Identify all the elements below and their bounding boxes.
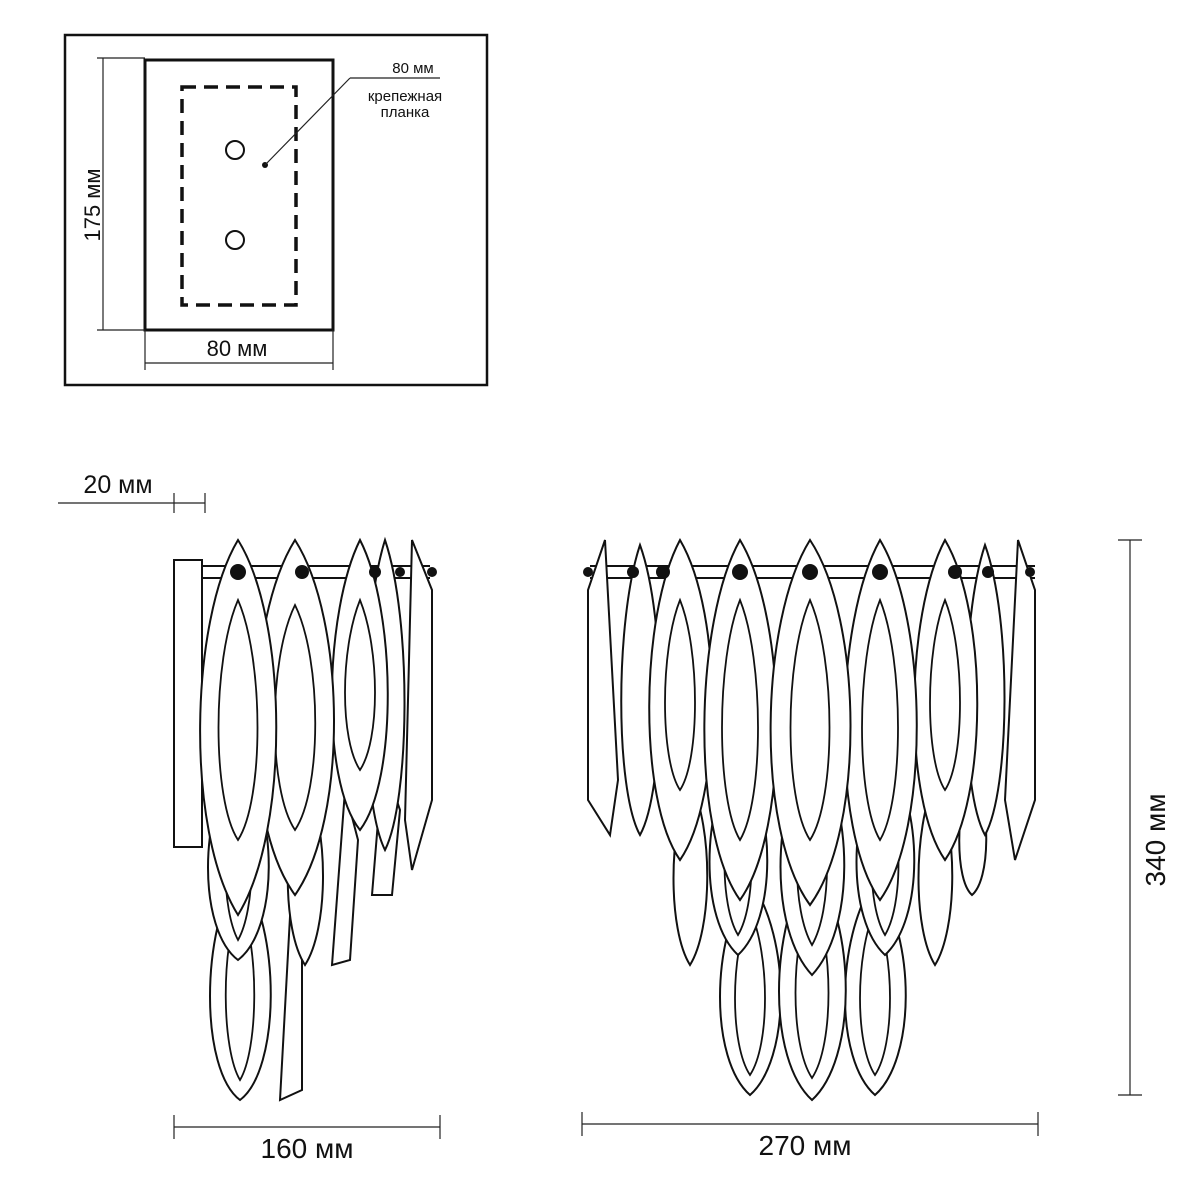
callout-label-line1: крепежная — [368, 88, 442, 105]
plate-outline — [143, 58, 335, 332]
mount-knob — [230, 564, 246, 580]
crystal — [769, 538, 852, 907]
screw-hole-bottom — [225, 230, 245, 250]
mount-knob — [395, 567, 405, 577]
mount-knob — [872, 564, 888, 580]
mount-knob — [948, 565, 962, 579]
depth-label: 20 мм — [83, 471, 152, 499]
bracket-dashed — [180, 85, 298, 307]
side-width-label: 160 мм — [261, 1133, 354, 1164]
crystal-inner — [859, 907, 891, 1077]
crystal — [199, 538, 278, 917]
mount-knob — [427, 567, 437, 577]
crystal-inner — [273, 602, 317, 832]
mount-knob — [583, 567, 593, 577]
mount-knob — [732, 564, 748, 580]
callout-leader — [264, 77, 351, 166]
mount-knob — [802, 564, 818, 580]
crystal-edge — [330, 789, 360, 967]
crystal — [330, 537, 389, 832]
crystal — [648, 537, 714, 862]
front-height-label: 340 мм — [1140, 794, 1171, 887]
mount-plate-panel: 80 мм крепежная планка 175 мм 80 мм — [63, 33, 489, 387]
side-view: 20 мм 160 мм — [58, 471, 441, 1164]
mount-knob — [656, 565, 670, 579]
crystal-inner — [734, 907, 766, 1077]
front-width-label: 270 мм — [759, 1130, 852, 1161]
mount-knob — [1025, 567, 1035, 577]
crystal-inner — [789, 597, 831, 842]
crystal-inner — [721, 597, 759, 842]
mount-knob — [627, 566, 639, 578]
crystal-inner — [929, 597, 961, 792]
crystal — [703, 538, 778, 902]
crystal-inner — [217, 597, 259, 842]
crystal-inner — [344, 597, 376, 772]
mount-knob — [982, 566, 994, 578]
crystal — [843, 538, 918, 902]
crystal — [913, 537, 979, 862]
plate-height-label: 175 мм — [80, 168, 105, 241]
plate-width-label: 80 мм — [207, 336, 268, 361]
crystal-edge — [587, 539, 620, 838]
callout-top-label: 80 мм — [392, 60, 433, 77]
mount-knob — [369, 566, 381, 578]
mount-knob — [295, 565, 309, 579]
crystal-inner — [664, 597, 696, 792]
crystal-inner — [861, 597, 899, 842]
crystal-inner — [224, 897, 256, 1082]
front-view: 270 мм 340 мм — [581, 537, 1171, 1161]
wall-plate — [173, 559, 203, 848]
panel-frame — [63, 33, 489, 387]
screw-hole-top — [225, 140, 245, 160]
callout-label-line2: планка — [381, 104, 430, 121]
crystal-edge — [403, 539, 433, 871]
crystal-edge — [1003, 539, 1036, 861]
